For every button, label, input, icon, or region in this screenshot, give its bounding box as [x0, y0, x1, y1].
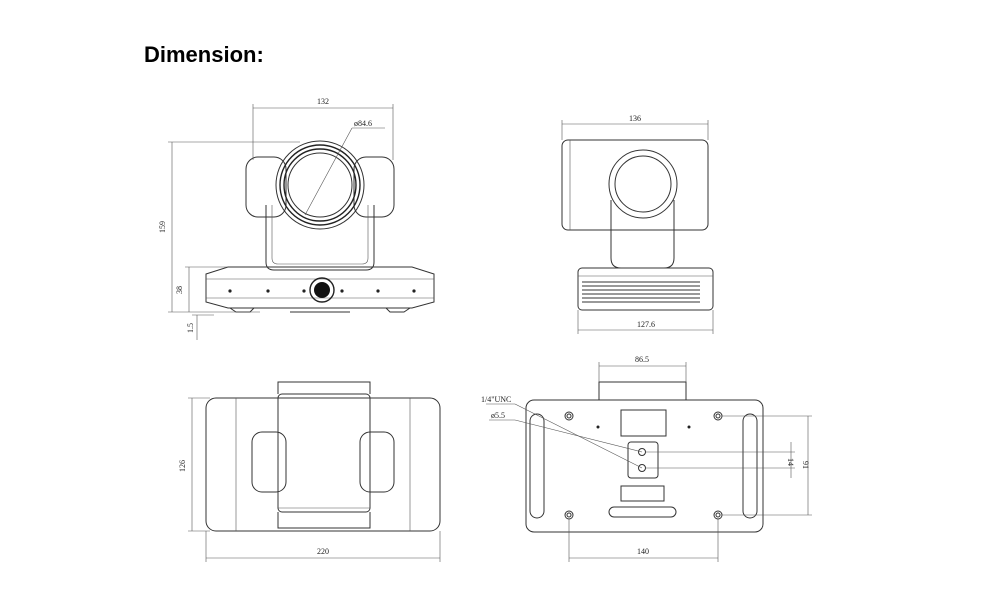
front-lens-housing	[275, 140, 365, 230]
side-head-body	[561, 139, 709, 231]
front-yoke-inner	[271, 205, 369, 265]
front-screw	[266, 289, 270, 293]
side-tilt-hub	[608, 149, 678, 219]
bottom-foot-screw	[564, 411, 574, 421]
side-base	[577, 267, 714, 311]
front-width-label: 132	[317, 97, 329, 106]
front-screw	[228, 289, 232, 293]
front-yoke	[265, 205, 375, 271]
top-base-outline	[205, 397, 441, 532]
bottom-sticker	[620, 485, 665, 502]
bottom-vertical-label: 91	[801, 461, 810, 469]
front-base-height-label: 38	[175, 286, 184, 294]
side-view: 136 127.6	[561, 114, 714, 334]
bottom-foot-screw	[564, 510, 574, 520]
bottom-label-plate	[620, 409, 667, 437]
bottom-pin-hole	[596, 425, 600, 429]
bottom-hole-lower	[638, 464, 646, 472]
bottom-foot-screw-inner	[566, 512, 572, 518]
bottom-right-slot	[742, 413, 758, 519]
top-right-pod	[359, 431, 395, 493]
bottom-left-slot	[529, 413, 545, 519]
bottom-hole-leader	[514, 419, 643, 453]
top-view: 126 220	[178, 381, 441, 562]
side-depth-label: 136	[629, 114, 641, 123]
front-lens-ring-mid	[283, 148, 357, 222]
front-screw	[412, 289, 416, 293]
bottom-foot-screw	[713, 510, 723, 520]
bottom-hole-upper	[638, 448, 646, 456]
bottom-pin-hole	[687, 425, 691, 429]
side-tilt-hub-inner	[614, 155, 672, 213]
front-screw	[376, 289, 380, 293]
bottom-foot-screw-inner	[566, 413, 572, 419]
bottom-view: 86.5 1/4"UNC ø5.5 14 91 140	[481, 355, 812, 562]
top-lens-front	[277, 381, 371, 394]
front-base	[205, 266, 435, 309]
top-width-label: 220	[317, 547, 329, 556]
side-base-depth-label: 127.6	[637, 320, 655, 329]
front-screw	[340, 289, 344, 293]
top-head-body	[277, 393, 371, 513]
bottom-foot-screw-inner	[715, 512, 721, 518]
front-foot-left	[229, 307, 255, 313]
front-screw	[302, 289, 306, 293]
bottom-width-label: 140	[637, 547, 649, 556]
front-offset-label: 1.5	[186, 323, 195, 333]
top-depth-label: 126	[178, 460, 187, 472]
bottom-thread-label: 1/4"UNC	[481, 395, 511, 404]
top-head-back	[277, 512, 371, 529]
bottom-rear-slot	[608, 506, 677, 518]
bottom-foot-screw	[713, 411, 723, 421]
bottom-hole-label: ø5.5	[491, 411, 505, 420]
front-sensor-ring	[309, 277, 335, 303]
front-lens-glass	[287, 152, 353, 218]
front-sensor	[314, 282, 330, 298]
bottom-head-outline	[598, 381, 687, 400]
top-left-pod	[251, 431, 287, 493]
front-diameter-label: ø84.6	[354, 119, 372, 128]
side-vent-grille	[582, 281, 700, 303]
bottom-foot-screw-inner	[715, 413, 721, 419]
page-title: Dimension:	[144, 42, 264, 67]
bottom-base-outline	[525, 399, 764, 533]
front-view: 132 ø84.6 159 38 1.5	[158, 97, 435, 340]
front-foot-right	[385, 307, 411, 313]
front-height-label: 159	[158, 221, 167, 233]
front-lens-ring-outer	[279, 144, 361, 226]
front-diameter-leader	[304, 127, 353, 216]
bottom-spacing-label: 14	[786, 458, 795, 466]
bottom-top-label: 86.5	[635, 355, 649, 364]
bottom-mount-plate	[627, 441, 659, 479]
